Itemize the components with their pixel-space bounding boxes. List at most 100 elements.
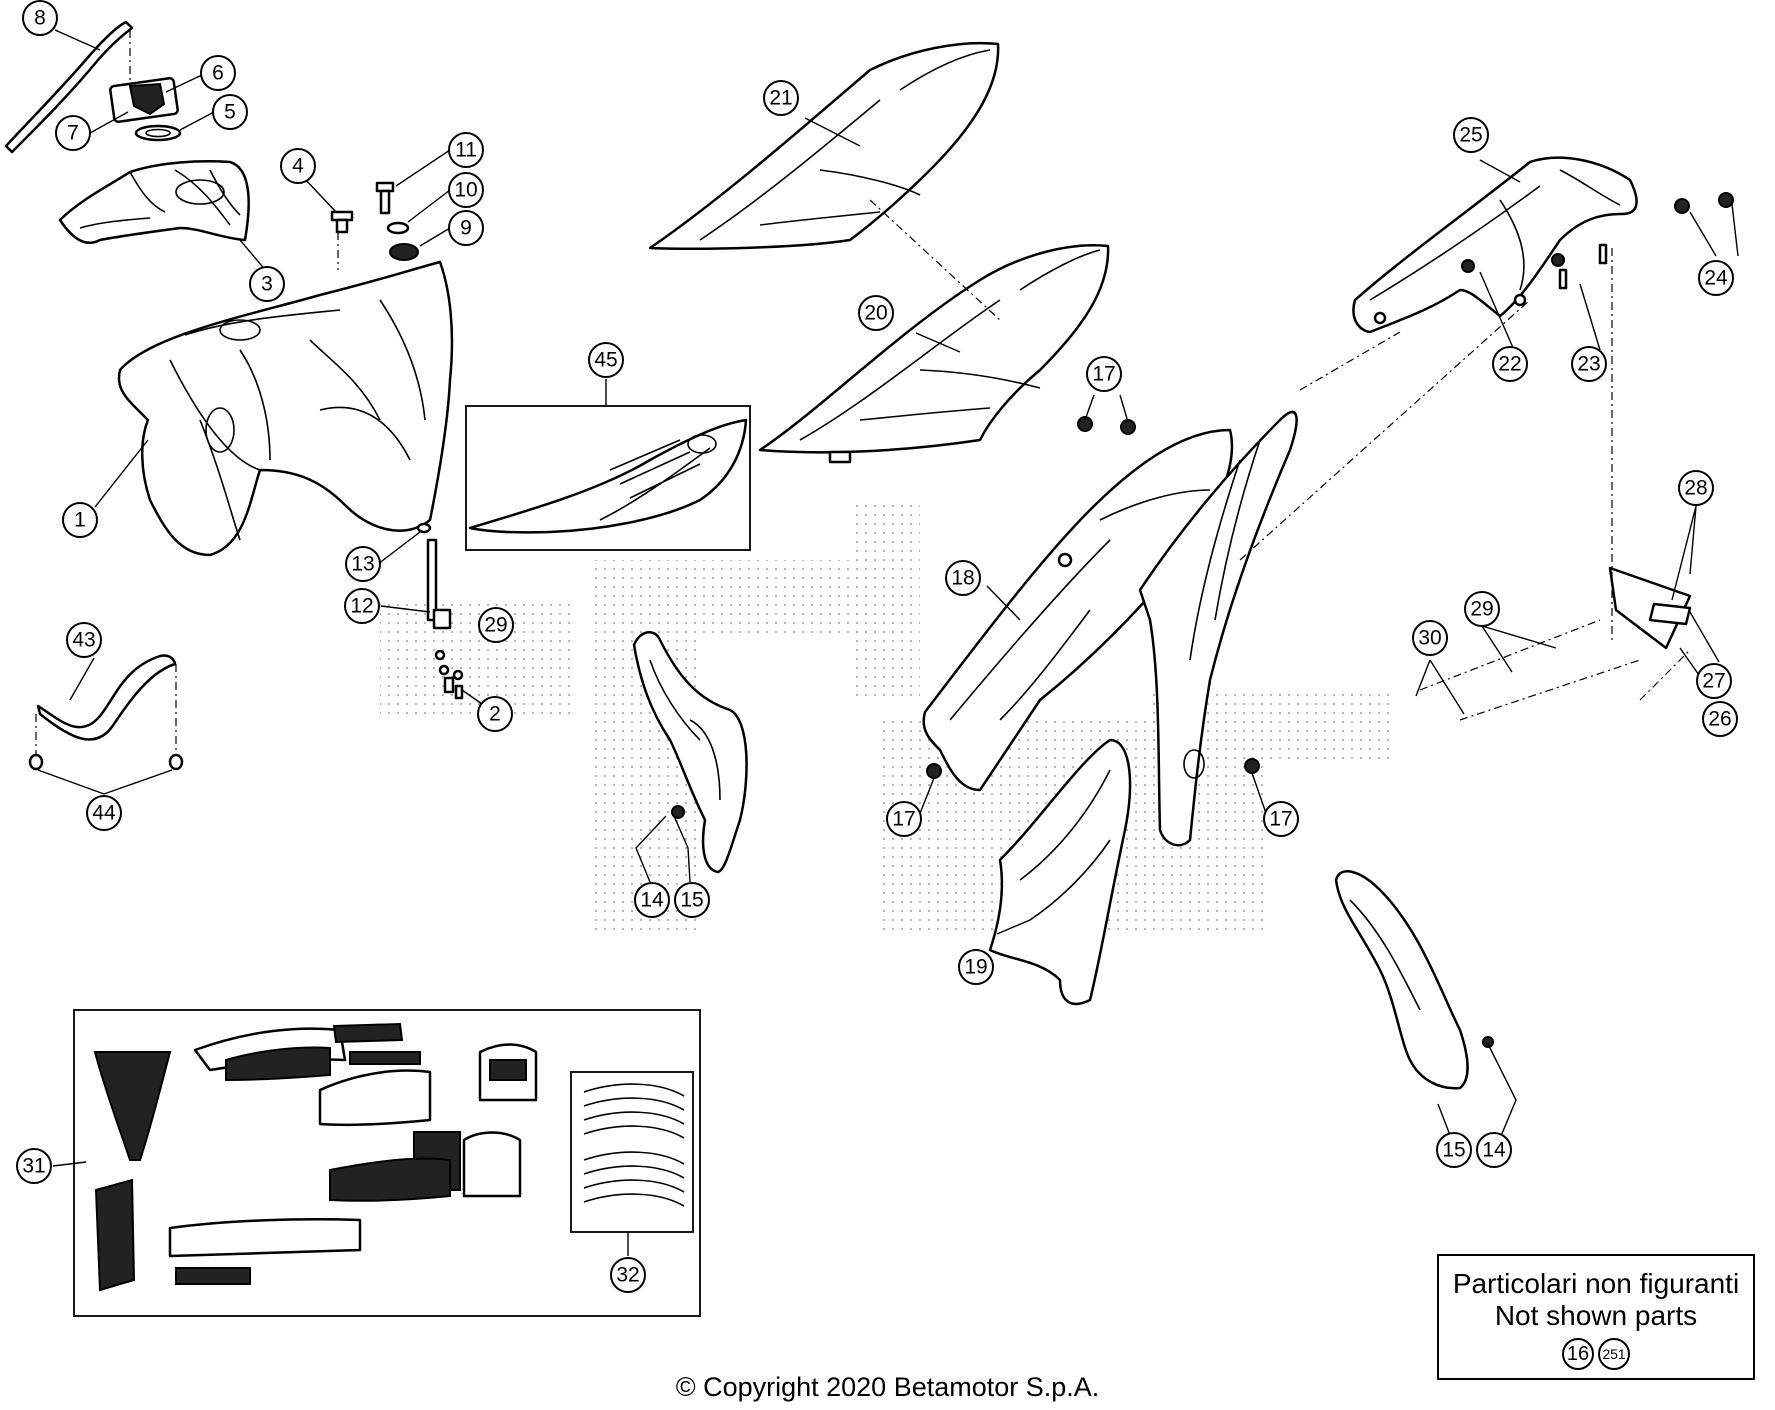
screws-part-17: [926, 416, 1260, 779]
callout-1[interactable]: 1: [62, 502, 98, 538]
callout-32[interactable]: 32: [610, 1257, 646, 1293]
svg-text:11: 11: [455, 139, 477, 162]
seat-part-20: [758, 244, 1110, 464]
svg-text:6: 6: [212, 62, 224, 85]
svg-text:4: 4: [292, 155, 304, 178]
svg-text:8: 8: [34, 7, 46, 30]
svg-text:18: 18: [951, 567, 974, 590]
svg-text:24: 24: [1704, 267, 1728, 290]
svg-text:10: 10: [454, 179, 477, 202]
frame-guard-left: [632, 631, 748, 874]
svg-text:27: 27: [1702, 670, 1725, 693]
svg-text:23: 23: [1577, 353, 1600, 376]
callout-15-right[interactable]: 15: [1436, 1132, 1472, 1168]
bolts-part-22-23-24: [1461, 192, 1734, 290]
bush-part-9: [389, 243, 419, 261]
callout-10[interactable]: 10: [448, 172, 484, 208]
callout-25[interactable]: 25: [1453, 117, 1489, 153]
washer-part-10: [386, 221, 410, 235]
assembly-lines: [129, 30, 1691, 721]
callout-14-right[interactable]: 14: [1476, 1132, 1512, 1168]
svg-text:21: 21: [769, 87, 792, 110]
svg-text:2: 2: [489, 703, 501, 726]
callout-31[interactable]: 31: [16, 1148, 52, 1184]
not-shown-ref-16[interactable]: 16: [1562, 1338, 1594, 1370]
callout-28[interactable]: 28: [1678, 470, 1714, 506]
callout-7[interactable]: 7: [55, 115, 91, 151]
not-shown-title-it: Particolari non figuranti: [1452, 1268, 1740, 1299]
rim-stripes-part-32: [583, 1083, 685, 1207]
svg-text:32: 32: [616, 1264, 639, 1287]
callout-23[interactable]: 23: [1571, 346, 1607, 382]
callout-14-left[interactable]: 14: [634, 882, 670, 918]
filler-cap-part-6: [109, 76, 179, 124]
svg-text:9: 9: [460, 217, 472, 240]
seat-part-21: [648, 41, 1000, 250]
callout-2[interactable]: 2: [477, 696, 513, 732]
callout-9[interactable]: 9: [448, 210, 484, 246]
callout-29-upper[interactable]: 29: [478, 607, 514, 643]
tank-tap-part-12: [416, 522, 464, 700]
callout-29-lower[interactable]: 29: [1464, 591, 1500, 627]
callout-45[interactable]: 45: [588, 342, 624, 378]
svg-text:3: 3: [261, 273, 273, 296]
not-shown-ref-251[interactable]: 251: [1598, 1338, 1630, 1370]
callout-43[interactable]: 43: [66, 622, 102, 658]
fuel-hose-part-43: [35, 654, 177, 756]
seat-cover-box-part-45: [465, 405, 751, 551]
svg-text:13: 13: [351, 553, 374, 576]
callout-11[interactable]: 11: [448, 132, 484, 168]
callout-30[interactable]: 30: [1412, 620, 1448, 656]
svg-text:17: 17: [1269, 808, 1292, 831]
svg-text:45: 45: [594, 349, 617, 372]
hose-clamp-part-44: [28, 753, 184, 771]
svg-text:43: 43: [72, 629, 95, 652]
callout-20[interactable]: 20: [858, 295, 894, 331]
callout-27[interactable]: 27: [1696, 663, 1732, 699]
svg-text:1: 1: [74, 509, 86, 532]
callout-18[interactable]: 18: [945, 560, 981, 596]
fuel-tank-part-1: [117, 260, 454, 557]
svg-text:19: 19: [964, 956, 987, 979]
svg-text:29: 29: [484, 614, 507, 637]
svg-text:15: 15: [680, 889, 703, 912]
callout-26[interactable]: 26: [1702, 701, 1738, 737]
rim-stripes-box-part-32: [570, 1071, 694, 1233]
callout-17-left[interactable]: 17: [886, 801, 922, 837]
not-shown-parts-box: Particolari non figuranti Not shown part…: [1437, 1254, 1755, 1380]
svg-text:14: 14: [640, 889, 664, 912]
svg-text:30: 30: [1418, 627, 1441, 650]
callout-6[interactable]: 6: [200, 55, 236, 91]
callout-15-left[interactable]: 15: [674, 882, 710, 918]
callout-24[interactable]: 24: [1698, 260, 1734, 296]
callout-5[interactable]: 5: [212, 94, 248, 130]
callout-13[interactable]: 13: [345, 546, 381, 582]
svg-text:17: 17: [1092, 363, 1115, 386]
breather-hose-part-8: [4, 20, 134, 154]
svg-text:15: 15: [1442, 1139, 1465, 1162]
callout-4[interactable]: 4: [280, 148, 316, 184]
callout-22[interactable]: 22: [1492, 346, 1528, 382]
plate-bracket-part-26: [1608, 566, 1692, 650]
callout-17-top[interactable]: 17: [1086, 356, 1122, 392]
callout-3[interactable]: 3: [249, 266, 285, 302]
callout-17-right[interactable]: 17: [1263, 801, 1299, 837]
rear-subframe-part-25: [1352, 156, 1638, 334]
callout-19[interactable]: 19: [958, 949, 994, 985]
screw-part-11: [375, 181, 395, 215]
svg-text:25: 25: [1459, 124, 1482, 147]
callout-44[interactable]: 44: [86, 795, 122, 831]
screw-part-4: [330, 210, 354, 234]
decal-kit-part-31: [93, 1022, 538, 1292]
callout-12[interactable]: 12: [344, 588, 380, 624]
svg-text:44: 44: [92, 802, 116, 825]
callout-8[interactable]: 8: [22, 0, 58, 36]
callout-21[interactable]: 21: [763, 80, 799, 116]
svg-text:7: 7: [67, 122, 79, 145]
svg-text:29: 29: [1470, 598, 1493, 621]
svg-text:28: 28: [1684, 477, 1707, 500]
svg-text:20: 20: [864, 302, 887, 325]
svg-text:14: 14: [1482, 1139, 1506, 1162]
svg-text:12: 12: [350, 595, 373, 618]
